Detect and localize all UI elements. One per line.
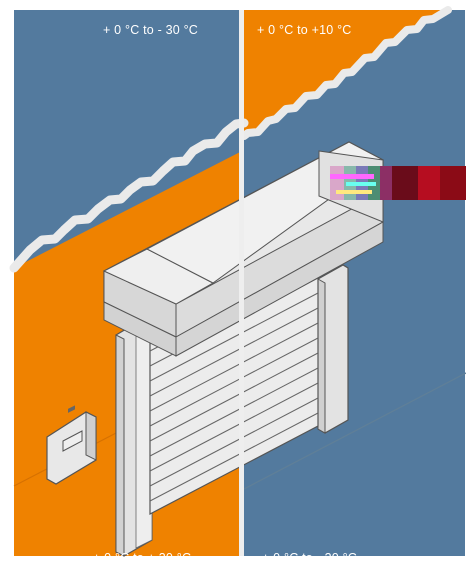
floor-line-right [243, 372, 466, 490]
zone-divider [239, 10, 244, 556]
control-box-icon [46, 405, 97, 485]
right-door-post [317, 264, 349, 434]
left-door-post [115, 315, 153, 557]
wall-edge-left [9, 118, 249, 273]
corrupted-strip [330, 166, 466, 200]
wall-edge-upper-right [240, 6, 452, 140]
